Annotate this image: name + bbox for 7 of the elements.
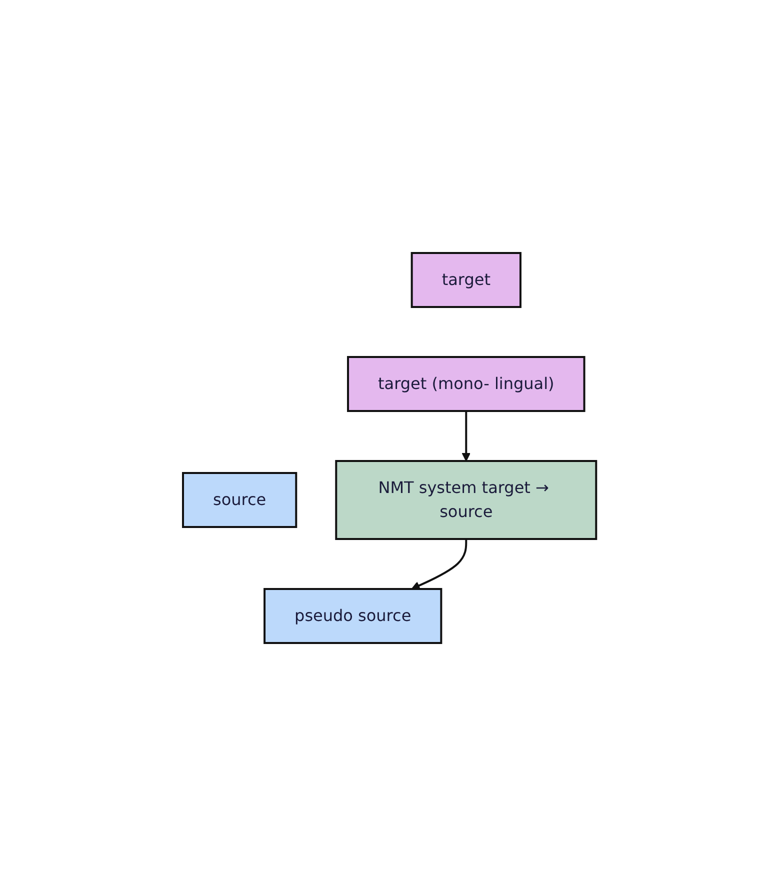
node-box: source: [182, 472, 298, 528]
arrow: [411, 539, 468, 590]
node-box: target: [410, 252, 522, 308]
node-box: NMT system target → source: [335, 460, 598, 540]
arrow: [462, 411, 470, 462]
node-box: target (mono- lingual): [346, 356, 586, 412]
node-box: pseudo source: [263, 588, 442, 644]
